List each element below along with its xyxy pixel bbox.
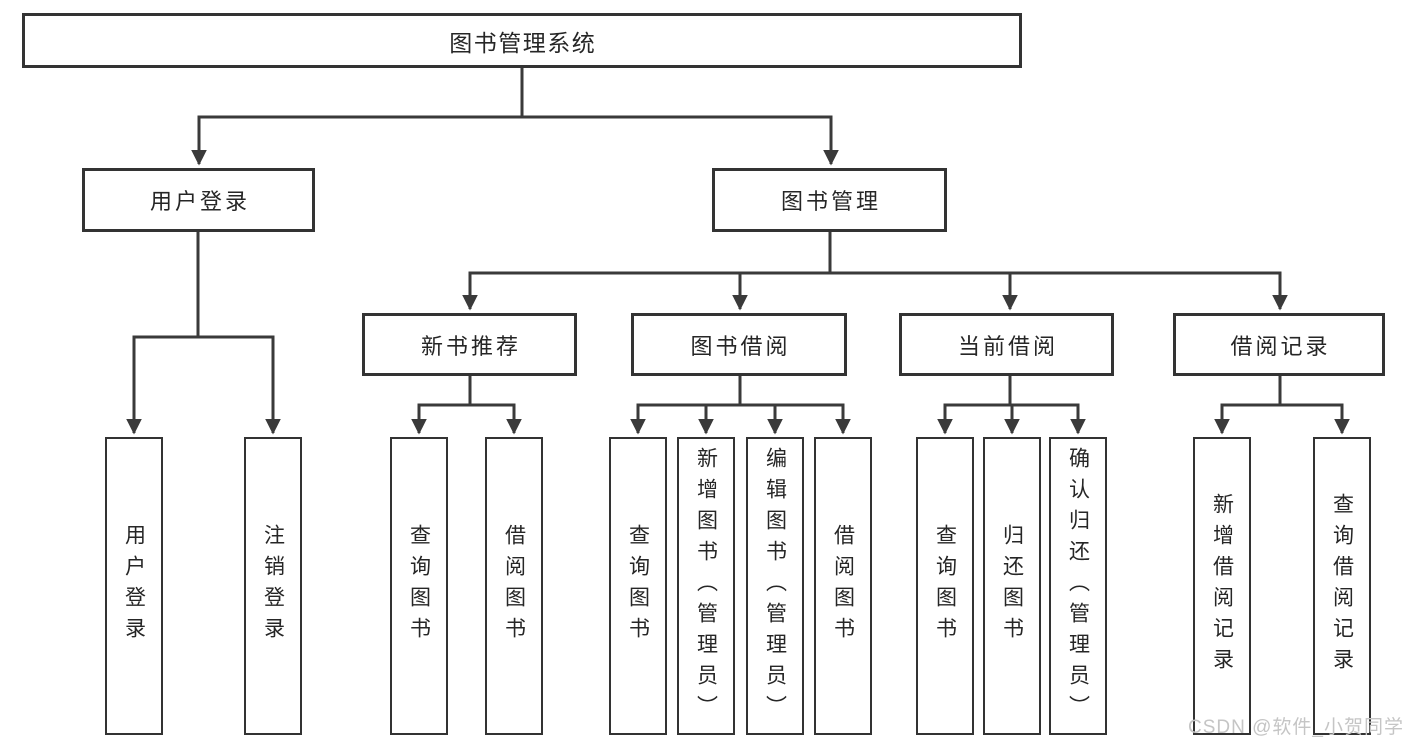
edges-current-borrowing bbox=[937, 376, 1086, 435]
leaf-query-books-recommend-label: 查询图书 bbox=[407, 524, 431, 648]
leaf-confirm-return-admin: 确认归还（管理员） bbox=[1049, 437, 1107, 735]
leaf-logout-label: 注销登录 bbox=[261, 524, 285, 648]
leaf-query-books-current: 查询图书 bbox=[916, 437, 974, 735]
node-book-management-label: 图书管理 bbox=[780, 189, 881, 214]
leaf-user-login-label: 用户登录 bbox=[122, 524, 146, 648]
csdn-watermark: CSDN @软件_小贺同学 bbox=[1188, 717, 1404, 738]
leaf-borrow-books-recommend-label: 借阅图书 bbox=[502, 524, 526, 648]
node-library-management-system: 图书管理系统 bbox=[22, 13, 1022, 68]
node-book-management: 图书管理 bbox=[712, 168, 947, 232]
node-current-borrowing-label: 当前借阅 bbox=[957, 333, 1058, 359]
leaf-add-borrow-record: 新增借阅记录 bbox=[1193, 437, 1251, 735]
edges-root-to-level2 bbox=[191, 68, 839, 166]
node-borrowing-records: 借阅记录 bbox=[1173, 313, 1385, 376]
leaf-user-login: 用户登录 bbox=[105, 437, 163, 735]
node-book-borrowing: 图书借阅 bbox=[631, 313, 847, 376]
node-borrowing-records-label: 借阅记录 bbox=[1230, 333, 1331, 359]
leaf-logout: 注销登录 bbox=[244, 437, 302, 735]
edges-user-login bbox=[126, 232, 281, 435]
leaf-query-borrow-record: 查询借阅记录 bbox=[1313, 437, 1371, 735]
node-current-borrowing: 当前借阅 bbox=[899, 313, 1114, 376]
edges-book-borrowing bbox=[630, 376, 851, 435]
leaf-query-books-current-label: 查询图书 bbox=[933, 524, 957, 648]
node-library-management-system-label: 图书管理系统 bbox=[449, 29, 597, 56]
node-new-book-recommend-label: 新书推荐 bbox=[420, 333, 521, 359]
leaf-add-books-admin-label: 新增图书（管理员） bbox=[694, 446, 718, 726]
leaf-borrow-books: 借阅图书 bbox=[814, 437, 872, 735]
leaf-confirm-return-admin-label: 确认归还（管理员） bbox=[1066, 446, 1090, 726]
leaf-add-books-admin: 新增图书（管理员） bbox=[677, 437, 735, 735]
node-book-borrowing-label: 图书借阅 bbox=[690, 333, 791, 359]
leaf-query-borrow-record-label: 查询借阅记录 bbox=[1330, 493, 1354, 679]
edges-new-book-recommend bbox=[411, 376, 522, 435]
leaf-edit-books-admin: 编辑图书（管理员） bbox=[746, 437, 804, 735]
edges-borrowing-records bbox=[1214, 376, 1350, 435]
leaf-borrow-books-label: 借阅图书 bbox=[831, 524, 855, 648]
leaf-return-books-label: 归还图书 bbox=[1000, 524, 1024, 648]
leaf-return-books: 归还图书 bbox=[983, 437, 1041, 735]
leaf-query-books-recommend: 查询图书 bbox=[390, 437, 448, 735]
node-user-login-label: 用户登录 bbox=[149, 189, 250, 214]
node-user-login: 用户登录 bbox=[82, 168, 315, 232]
leaf-query-books-borrowing: 查询图书 bbox=[609, 437, 667, 735]
leaf-add-borrow-record-label: 新增借阅记录 bbox=[1210, 493, 1234, 679]
node-new-book-recommend: 新书推荐 bbox=[362, 313, 577, 376]
leaf-borrow-books-recommend: 借阅图书 bbox=[485, 437, 543, 735]
edges-book-management bbox=[462, 232, 1288, 311]
leaf-edit-books-admin-label: 编辑图书（管理员） bbox=[763, 446, 787, 726]
leaf-query-books-borrowing-label: 查询图书 bbox=[626, 524, 650, 648]
